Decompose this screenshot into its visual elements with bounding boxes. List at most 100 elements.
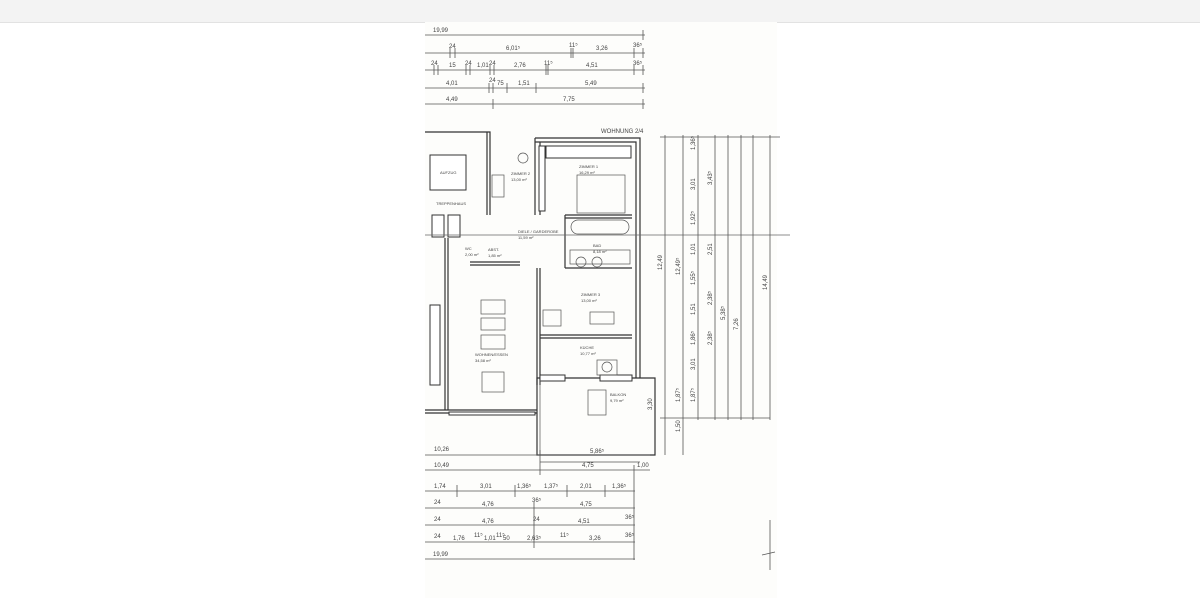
- dim-label: 3,26: [589, 536, 601, 542]
- dim-label: 3,26: [596, 46, 608, 52]
- room-labels: WOHNUNG 2/4 AUFZUG TREPPENHAUS ZIMMER 2 …: [436, 129, 644, 403]
- dim-label: 1,86⁵: [690, 330, 697, 345]
- dim-label: 1,37⁵: [544, 483, 559, 490]
- walls: [425, 131, 790, 456]
- dim-label: 15: [449, 63, 456, 69]
- room-zimmer2-area: 13,00 m²: [511, 177, 527, 182]
- corner-mark: [761, 551, 776, 556]
- unit-label: WOHNUNG 2/4: [601, 129, 644, 135]
- dim-label: 3,43⁵: [707, 170, 714, 185]
- dim-label: 1,74: [434, 484, 446, 490]
- dim-label: 3,30: [648, 398, 654, 410]
- dim-label: 1,76: [453, 536, 465, 542]
- dim-label: 2,01: [580, 484, 592, 490]
- dim-label: 1,87⁵: [690, 387, 697, 402]
- dim-label: 6,01⁵: [506, 45, 521, 52]
- dim-label: 5,49: [585, 81, 597, 87]
- right-dimensions: [660, 135, 780, 455]
- dim-label: 24: [434, 534, 441, 540]
- dim-label: 5,38⁵: [720, 305, 727, 320]
- dim-label: 10,49: [434, 463, 450, 469]
- room-kueche: KÜCHE: [580, 345, 594, 350]
- dim-label: 1,36⁵: [690, 135, 697, 150]
- dim-label: 24: [533, 517, 540, 523]
- top-dimensions: 19,99 24 6,01⁵ 11⁵ 3,26 36⁵ 24 15 24 1,0…: [425, 28, 645, 109]
- dim-label: 1,36⁵: [517, 483, 532, 490]
- dim-label: 12,49⁵: [675, 257, 682, 275]
- dim-label: 36⁵: [633, 60, 643, 67]
- dim-label: 19,99: [433, 552, 449, 558]
- dim-label: 1,01: [484, 536, 496, 542]
- dim-label: 11⁵: [544, 60, 553, 67]
- room-wc-area: 2,00 m²: [465, 252, 479, 257]
- room-zimmer3-area: 13,00 m²: [581, 298, 597, 303]
- room-wohnen-area: 34,58 m²: [475, 358, 491, 363]
- furniture: [480, 152, 640, 463]
- dim-label: 11⁵: [496, 532, 505, 539]
- room-zimmer2: ZIMMER 2: [511, 171, 531, 176]
- dim-label: 1,50: [676, 420, 682, 432]
- room-kueche-area: 10,77 m²: [580, 351, 596, 356]
- dim-label: 4,49: [446, 97, 458, 103]
- dim-label: 1,51: [518, 81, 530, 87]
- dim-label: 24: [465, 61, 472, 67]
- dim-label: 24: [434, 500, 441, 506]
- dim-label: 1,51: [691, 303, 697, 315]
- dim-label: 2,38⁵: [707, 330, 714, 345]
- room-zimmer3: ZIMMER 3: [581, 292, 601, 297]
- room-balkon-area: 9,79 m²: [610, 398, 624, 403]
- dim-label: 4,76: [482, 519, 494, 525]
- dim-label: 36⁵: [625, 532, 635, 539]
- dim-label: 2,38⁵: [707, 290, 714, 305]
- dim-label: 11⁵: [560, 532, 569, 539]
- dim-label: 7,75: [563, 97, 575, 103]
- dim-label: 1,00: [637, 463, 649, 469]
- room-treppenhaus: TREPPENHAUS: [436, 201, 466, 206]
- dim-label: 1,36⁵: [612, 483, 627, 490]
- dim-label: 4,51: [578, 519, 590, 525]
- dim-label: 75: [497, 81, 504, 87]
- room-bad: BAD: [593, 243, 601, 248]
- bottom-dimensions: 10,26 5,86⁵ 10,49 4,75 1,00 1,74 3,01 1,…: [425, 447, 650, 560]
- dim-label: 24: [489, 61, 496, 67]
- dim-label: 4,51: [586, 63, 598, 69]
- dim-label: 4,75: [582, 463, 594, 469]
- dim-label: 14,49: [763, 274, 769, 290]
- dim-label: 3,01: [691, 358, 697, 370]
- dim-label: 3,01: [480, 484, 492, 490]
- dim-label: 1,92⁵: [690, 210, 697, 225]
- dim-label: 11⁵: [569, 42, 578, 49]
- floor-plan-sheet: [425, 22, 777, 598]
- room-zimmer1-area: 16,29 m²: [579, 170, 595, 175]
- dim-label: 4,76: [482, 502, 494, 508]
- room-diele: DIELE / GARDEROBE: [518, 229, 559, 234]
- dim-label: 1,01: [477, 63, 489, 69]
- dim-label: 50: [503, 536, 510, 542]
- dim-label: 4,01: [446, 81, 458, 87]
- dim-label: 36⁵: [633, 42, 643, 49]
- dim-label: 24: [489, 78, 496, 84]
- dim-label: 10,26: [434, 447, 450, 453]
- room-abst: ABST.: [488, 247, 499, 252]
- dim-label: 2,76: [514, 63, 526, 69]
- dim-label: 24: [449, 44, 456, 50]
- dim-label: 2,51: [708, 243, 714, 255]
- dim-label: 3,01: [691, 178, 697, 190]
- dim-label: 11⁵: [474, 532, 483, 539]
- room-balkon: BALKON: [610, 392, 626, 397]
- room-abst-area: 1,85 m²: [488, 253, 502, 258]
- dim-label: 36⁵: [532, 497, 542, 504]
- dim-label: 19,99: [433, 28, 449, 34]
- room-bad-area: 8,18 m²: [593, 249, 607, 254]
- dim-label: 7,26: [734, 318, 740, 330]
- dim-label: 4,75: [580, 502, 592, 508]
- room-wohnen: WOHNEN/ESSEN: [475, 352, 508, 357]
- dim-label: 1,01: [691, 243, 697, 255]
- dim-label: 5,86⁵: [590, 448, 605, 455]
- dim-label: 2,63⁵: [527, 535, 542, 542]
- dim-label: 1,87⁵: [675, 387, 682, 402]
- room-wc: WC: [465, 246, 472, 251]
- dim-label: 1,55⁵: [690, 270, 697, 285]
